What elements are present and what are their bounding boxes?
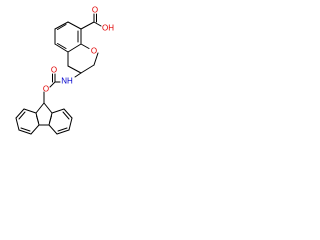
bond — [74, 72, 82, 78]
bond — [15, 117, 20, 131]
bond — [67, 43, 82, 53]
bond-inner — [36, 115, 39, 123]
bond — [23, 108, 37, 114]
bond — [56, 129, 70, 135]
bond-inner — [57, 43, 67, 49]
carboxyl-hydroxyl-label: OH — [102, 24, 114, 33]
bond — [54, 43, 69, 53]
bond — [49, 81, 56, 88]
bond-inner — [57, 24, 67, 30]
chemical-structure-drawing: O OH O NH O O — [15, 6, 114, 135]
bond — [67, 65, 82, 74]
molecule-canvas: O OH O NH O O — [0, 0, 152, 152]
bond — [80, 21, 95, 30]
bond — [30, 124, 40, 135]
bond — [80, 43, 90, 49]
bond — [67, 21, 82, 30]
bond — [48, 124, 58, 135]
bond — [63, 108, 73, 119]
bond-inner — [18, 111, 26, 120]
ring-oxygen-label: O — [91, 47, 97, 56]
bond — [93, 21, 102, 27]
bond-group — [15, 13, 102, 135]
amine-nh-label: NH — [61, 77, 73, 86]
ester-oxygen-label: O — [43, 85, 49, 94]
bond-inner — [57, 127, 68, 132]
bond — [18, 129, 32, 135]
bond — [15, 108, 25, 119]
bond — [68, 117, 73, 131]
carbonyl-oxygen-label: O — [51, 66, 57, 75]
bond-inner — [49, 115, 52, 123]
bond — [51, 108, 65, 114]
bond-inner — [20, 127, 31, 132]
bond-inner — [62, 111, 70, 120]
bond — [35, 102, 45, 114]
carboxyl-oxygen-label: O — [92, 6, 98, 15]
atom-label-group: O OH O NH O O — [43, 6, 114, 94]
bond — [54, 21, 69, 30]
bond — [93, 52, 99, 66]
bond — [80, 64, 95, 74]
bond — [43, 102, 53, 114]
